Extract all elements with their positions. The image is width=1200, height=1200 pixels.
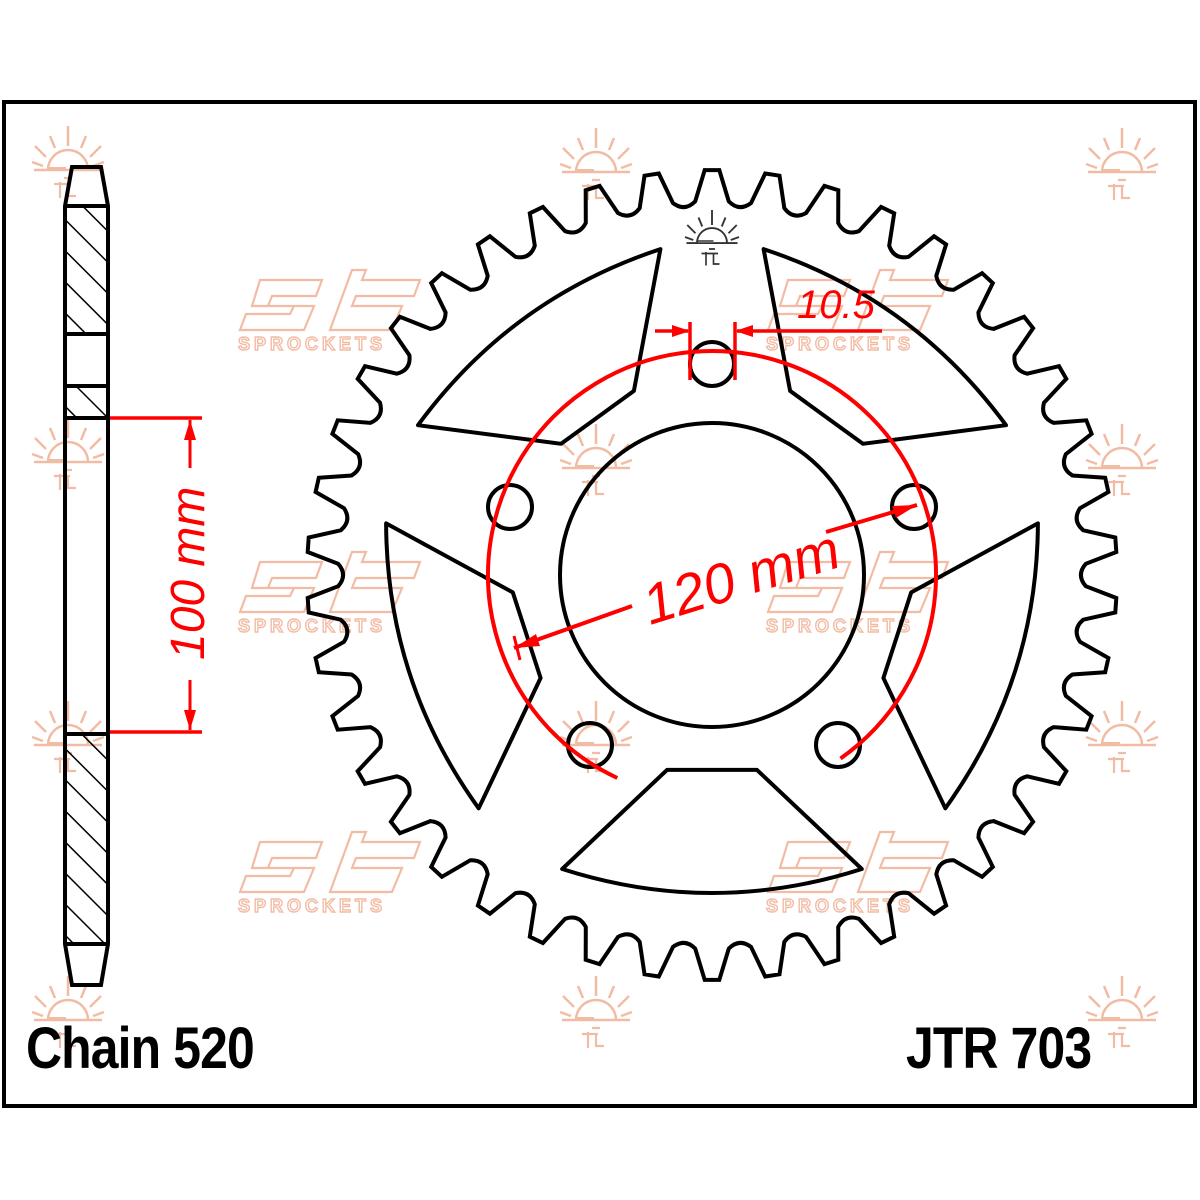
drawing-frame [2, 100, 1197, 1108]
lightening-cutout [761, 247, 1008, 446]
chain-profile [63, 165, 110, 987]
chain-size-label: Chain 520 [26, 1016, 255, 1081]
lightening-cutout [881, 521, 1040, 811]
bolt-hole [486, 483, 534, 531]
bolt-hole [890, 483, 938, 531]
dimension-100mm: 100 mm [110, 416, 215, 734]
jt-sun-logo-icon [684, 210, 740, 266]
lightening-cutout [416, 247, 663, 446]
dimension-bolt-hole-label: 10.5 [797, 283, 876, 327]
sprocket [305, 168, 1119, 982]
lightening-cutout [384, 521, 543, 811]
center-bore [558, 421, 866, 729]
dimension-100mm-label: 100 mm [162, 487, 215, 660]
part-number-label: JTR 703 [906, 1016, 1092, 1081]
lightening-cutout [560, 767, 864, 895]
